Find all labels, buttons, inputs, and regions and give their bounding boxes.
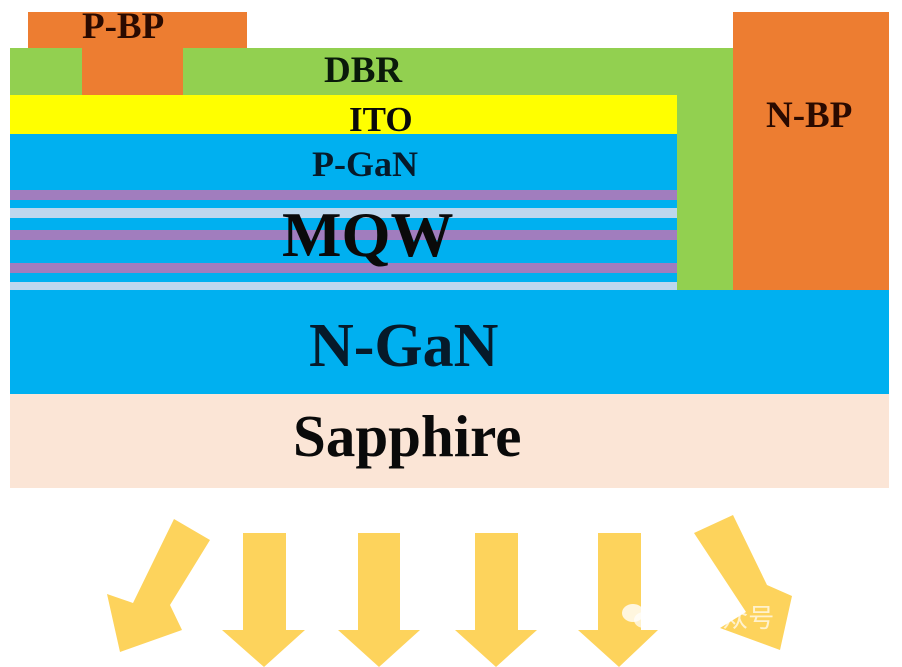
mqw-well-stripe [10, 190, 677, 200]
p-bp-stem [82, 48, 183, 95]
sapphire-label: Sapphire [293, 403, 522, 469]
wechat-icon [622, 602, 658, 632]
dbr-label: DBR [324, 50, 403, 91]
mqw-well-stripe [10, 263, 677, 273]
n-gan-layer [10, 290, 889, 394]
mqw-barrier-stripe [10, 208, 677, 218]
arrow-down-icon [222, 533, 305, 667]
sapphire-substrate [10, 394, 889, 488]
p-bp-pad [28, 12, 247, 49]
arrow-down-icon [338, 533, 420, 667]
arrow-down-icon [455, 533, 537, 667]
p-bp-label: P-BP [82, 6, 165, 47]
watermark: 公众号 [622, 598, 774, 635]
mqw-well-stripe [10, 230, 677, 240]
watermark-text: 公众号 [696, 604, 775, 634]
arrow-down-right-icon [694, 515, 792, 650]
ito-label: ITO [349, 100, 413, 139]
n-bp-pad [733, 12, 889, 290]
arrow-down-icon [578, 533, 658, 667]
n-bp-label: N-BP [766, 95, 853, 136]
n-gan-label: N-GaN [309, 312, 499, 380]
dbr-sidewall [677, 95, 733, 292]
mqw-label: MQW [282, 200, 454, 270]
p-gan-label: P-GaN [312, 144, 418, 184]
mqw-barrier-stripe [10, 282, 677, 292]
ito-layer [10, 95, 677, 134]
arrow-down-left-icon [107, 519, 210, 652]
